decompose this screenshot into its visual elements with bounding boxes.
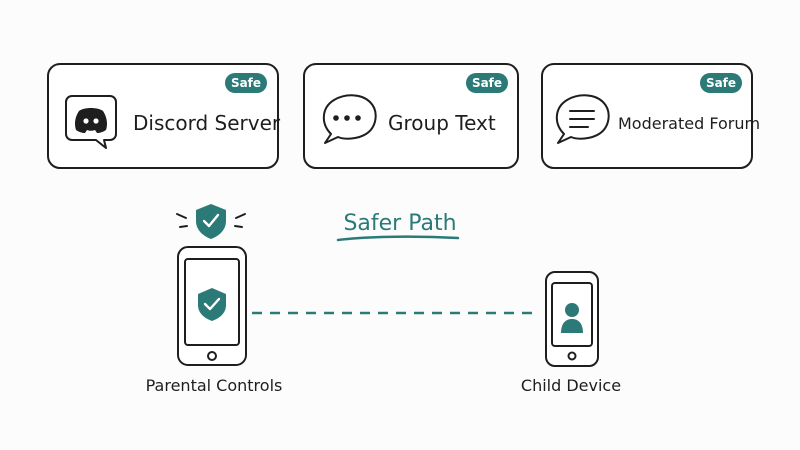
- svg-text:Safe: Safe: [231, 76, 261, 90]
- discord-logo-icon: [65, 95, 117, 149]
- shield-check-icon: [198, 288, 226, 321]
- safe-badge: Safe: [225, 73, 267, 93]
- platform-label: Moderated Forum: [618, 114, 760, 133]
- safe-badge: Safe: [466, 73, 508, 93]
- safer-path-underline: [336, 235, 460, 242]
- person-icon: [561, 303, 583, 333]
- platform-card-discord[interactable]: Safe Discord Server: [47, 63, 281, 169]
- platform-card-group-text[interactable]: Safe Group Text: [303, 63, 519, 169]
- safer-path-label: Safer Path: [343, 211, 456, 236]
- speech-bubble-dots-icon: [322, 94, 377, 144]
- speech-bubble-lines-icon: [555, 94, 610, 144]
- platform-label: Group Text: [388, 111, 496, 135]
- shield-check-icon: [196, 204, 226, 239]
- child-device[interactable]: [545, 271, 599, 367]
- safe-badge: Safe: [700, 73, 742, 93]
- parent-device-label: Parental Controls: [146, 376, 283, 395]
- svg-text:Safe: Safe: [706, 76, 736, 90]
- platform-card-moderated-forum[interactable]: Safe Moderated Forum: [541, 63, 760, 169]
- child-device-label: Child Device: [521, 376, 621, 395]
- platform-label: Discord Server: [133, 111, 281, 135]
- sparkle-lines-icon: [176, 213, 246, 228]
- svg-text:Safe: Safe: [472, 76, 502, 90]
- parent-device[interactable]: [177, 246, 247, 366]
